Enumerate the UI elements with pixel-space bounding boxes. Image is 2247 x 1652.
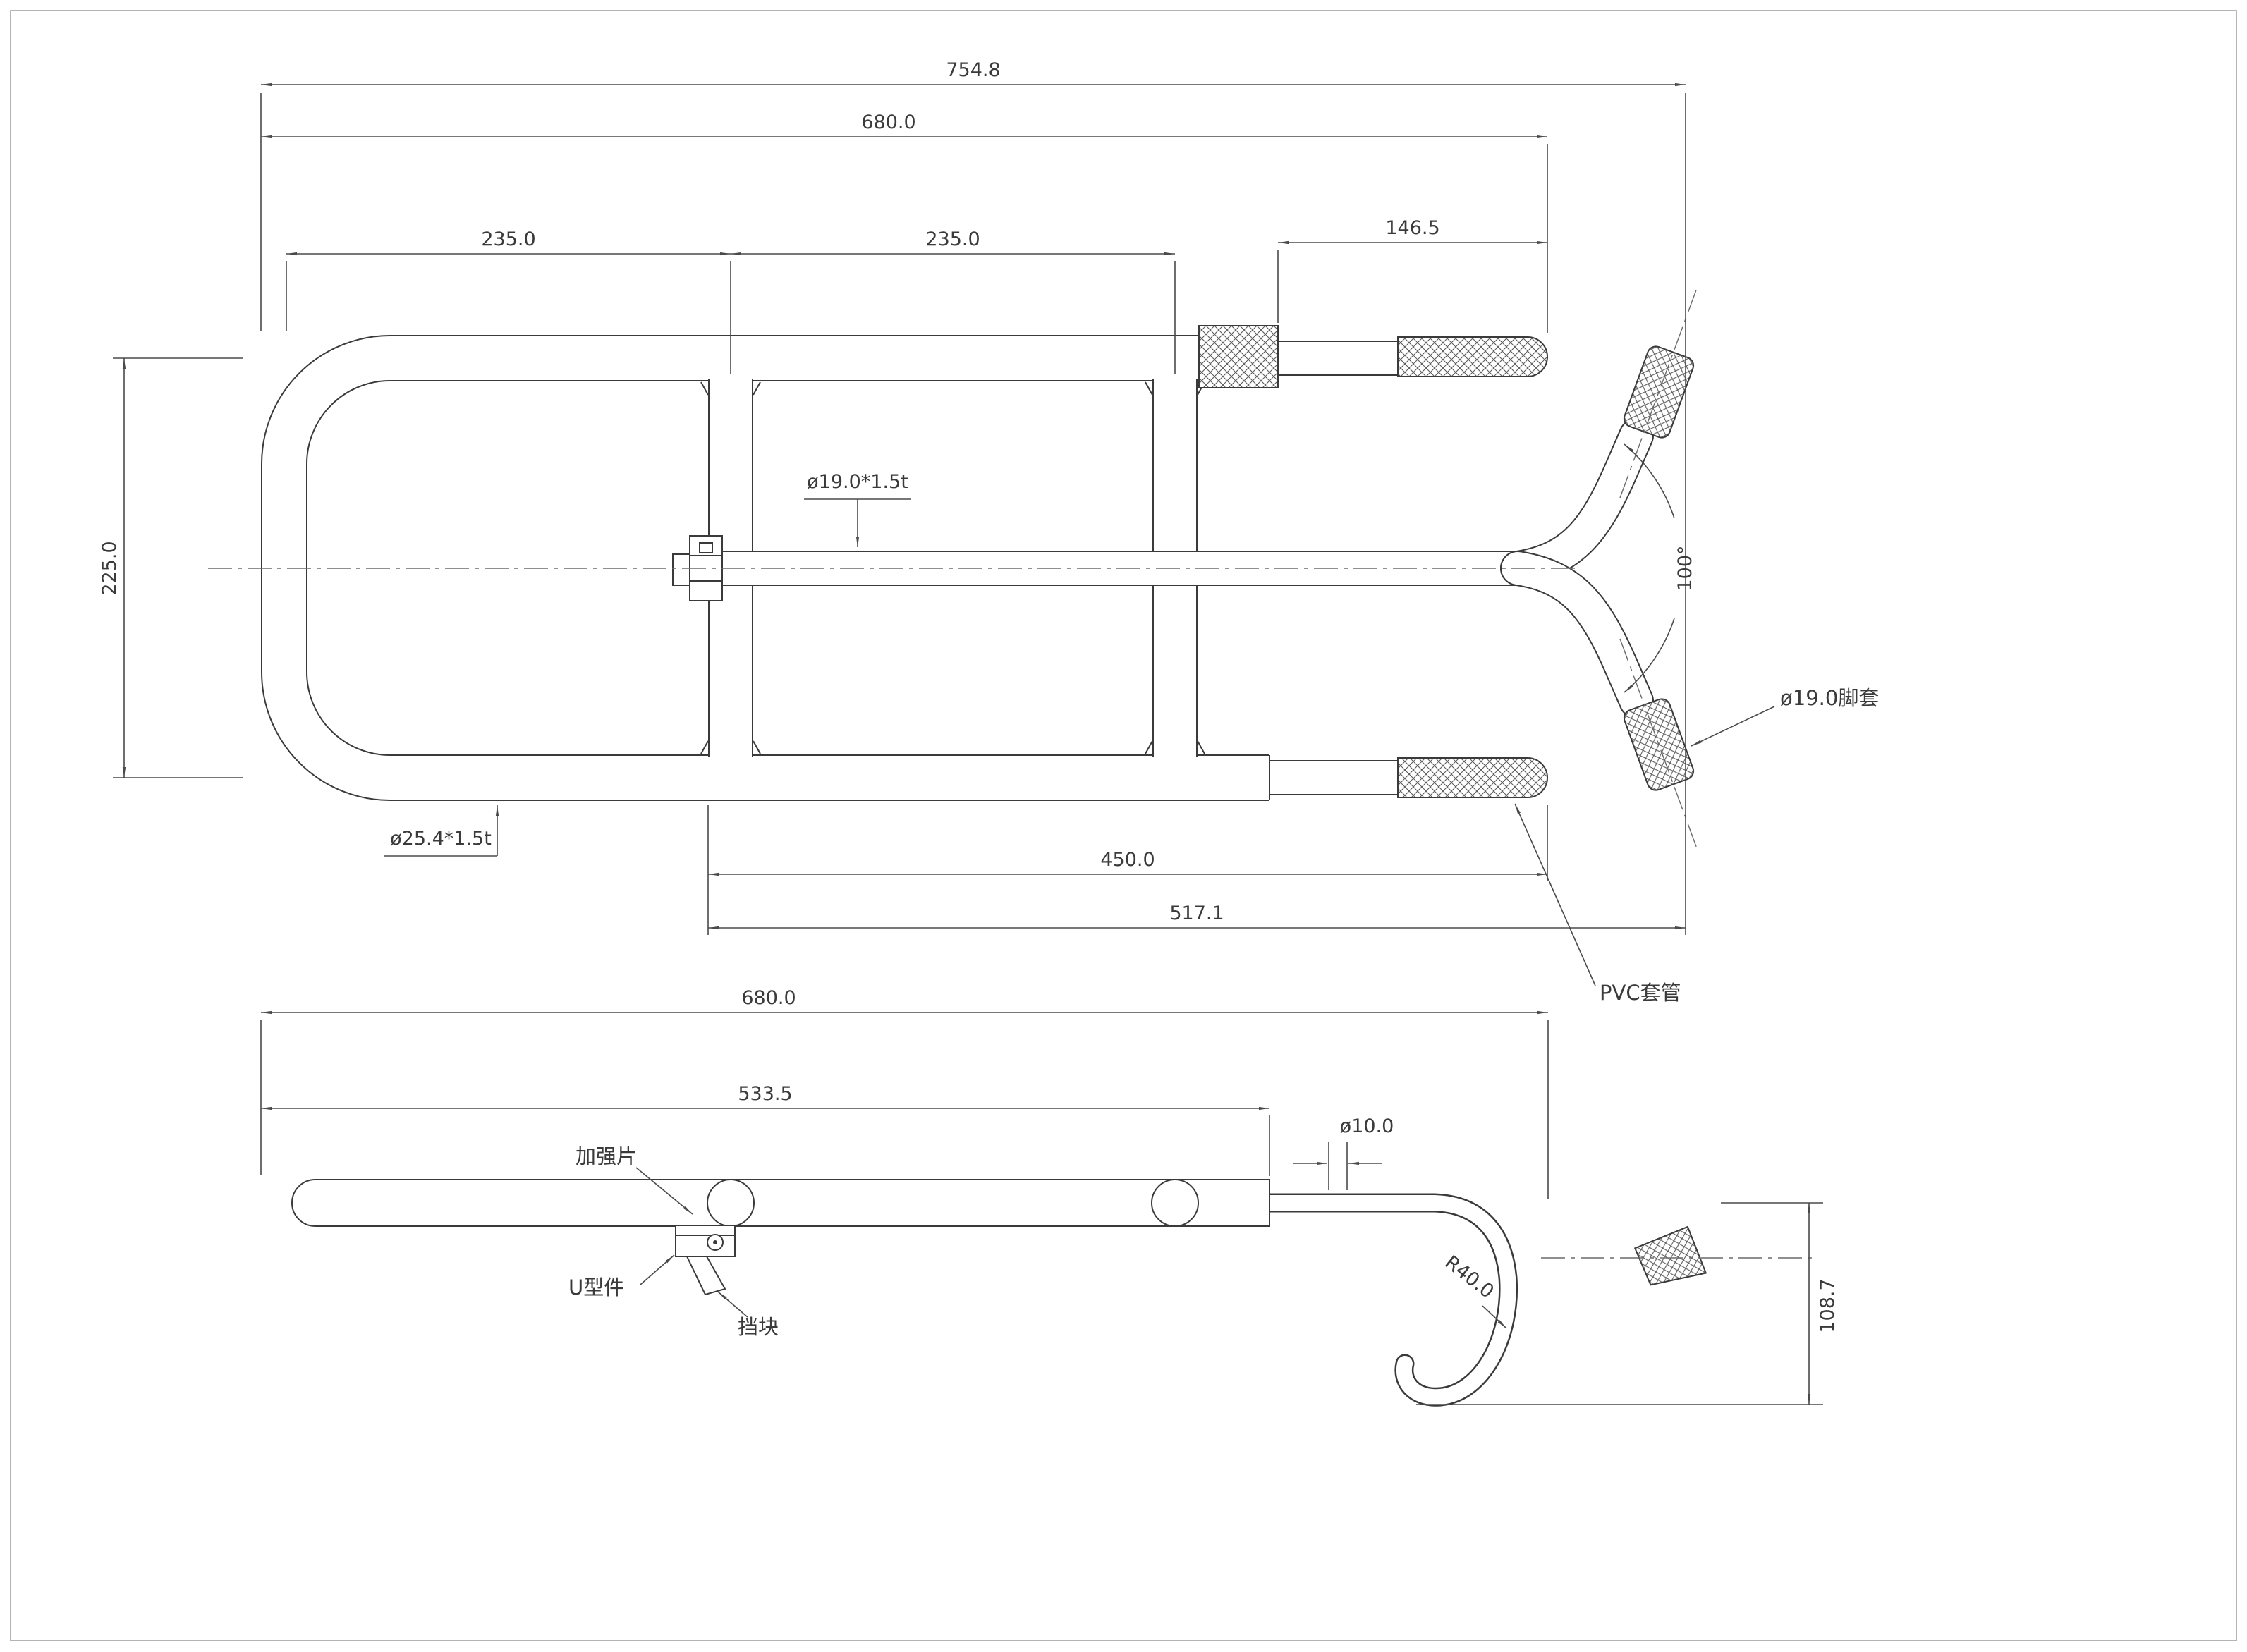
cross-tube-end-1 [707, 1179, 755, 1227]
dim-225: 225.0 [99, 541, 121, 595]
dimension-lines-side [261, 1010, 1811, 1405]
stop-block-shape [686, 1256, 726, 1296]
dim-overall-754: 754.8 [946, 59, 1000, 81]
centre-lines-top [208, 286, 1698, 851]
dimension-lines-top [122, 82, 1686, 930]
rod-and-hook [1246, 1193, 1518, 1407]
dim-bend-radius: R40.0 [1441, 1252, 1498, 1303]
main-frame-tube [261, 335, 1270, 801]
u-bracket-side-view [675, 1225, 736, 1296]
side-view: 680.0 533.5 ø10.0 R40.0 108.7 加强片 U型件 挡块 [260, 987, 1839, 1407]
main-tube-side [291, 1179, 1270, 1227]
callout-stop-block: 挡块 [738, 1315, 779, 1339]
leg-fork [1500, 418, 1654, 718]
dim-450: 450.0 [1100, 849, 1155, 871]
dim-146-5: 146.5 [1385, 217, 1439, 239]
dim-angle-100: 100° [1674, 545, 1696, 591]
sheet-border [10, 10, 2237, 1641]
foot-cover-side [1633, 1225, 1707, 1286]
callout-foot-cover: ø19.0脚套 [1780, 686, 1879, 710]
leader-lines-side [635, 1167, 1507, 1329]
dim-235-left: 235.0 [481, 228, 535, 250]
callout-pvc-sleeve: PVC套管 [1600, 981, 1681, 1005]
pvc-sleeve-lower [1397, 757, 1548, 798]
dim-108-7: 108.7 [1817, 1278, 1839, 1333]
dim-680-side: 680.0 [741, 987, 796, 1009]
dim-517-1: 517.1 [1169, 903, 1224, 924]
extension-lines-top [113, 93, 1686, 935]
cross-tube-end-2 [1151, 1179, 1199, 1227]
callout-tube-19: ø19.0*1.5t [807, 471, 908, 493]
pvc-sleeve-upper [1397, 336, 1548, 377]
dim-680-top: 680.0 [861, 111, 915, 133]
callout-u-bracket: U型件 [568, 1275, 624, 1299]
leader-lines-top [384, 498, 1775, 986]
dim-533-5: 533.5 [738, 1083, 792, 1105]
dim-235-right: 235.0 [925, 228, 980, 250]
callout-tube-25: ø25.4*1.5t [390, 828, 492, 850]
callout-reinforcement-plate: 加强片 [576, 1144, 637, 1168]
top-view: 754.8 680.0 235.0 235.0 146.5 225.0 450.… [99, 59, 1879, 1005]
dim-rod-dia: ø10.0 [1340, 1115, 1394, 1137]
extension-lines-side [260, 1020, 1823, 1405]
clamp-block [1198, 325, 1279, 388]
